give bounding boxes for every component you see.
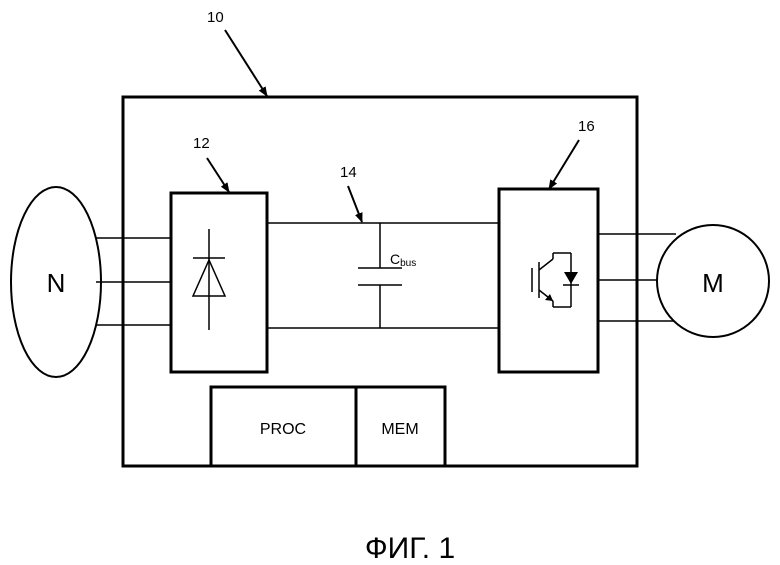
diode-symbol xyxy=(193,229,225,330)
figure-caption: ФИГ. 1 xyxy=(365,532,455,565)
input-three-phase-lines xyxy=(96,238,171,325)
device-ref-arrow xyxy=(225,30,267,96)
dc-bus-lines xyxy=(267,223,499,328)
dc-bus-ref-arrow xyxy=(348,186,362,222)
dc-bus-ref-label: 14 xyxy=(340,164,357,181)
rectifier-ref-arrow xyxy=(207,158,229,192)
memory-label: MEM xyxy=(381,421,418,438)
inverter-ref-arrow xyxy=(549,140,579,189)
igbt-symbol xyxy=(532,253,579,307)
power-source-label: N xyxy=(47,268,66,298)
device-ref-label: 10 xyxy=(207,9,224,26)
dc-bus-capacitor xyxy=(358,223,402,328)
inverter-block xyxy=(499,189,598,372)
motor-label: M xyxy=(702,268,724,298)
processor-label: PROC xyxy=(260,421,306,438)
inverter-ref-label: 16 xyxy=(578,118,595,135)
capacitor-label: Cbus xyxy=(390,251,416,269)
rectifier-ref-label: 12 xyxy=(193,135,210,152)
